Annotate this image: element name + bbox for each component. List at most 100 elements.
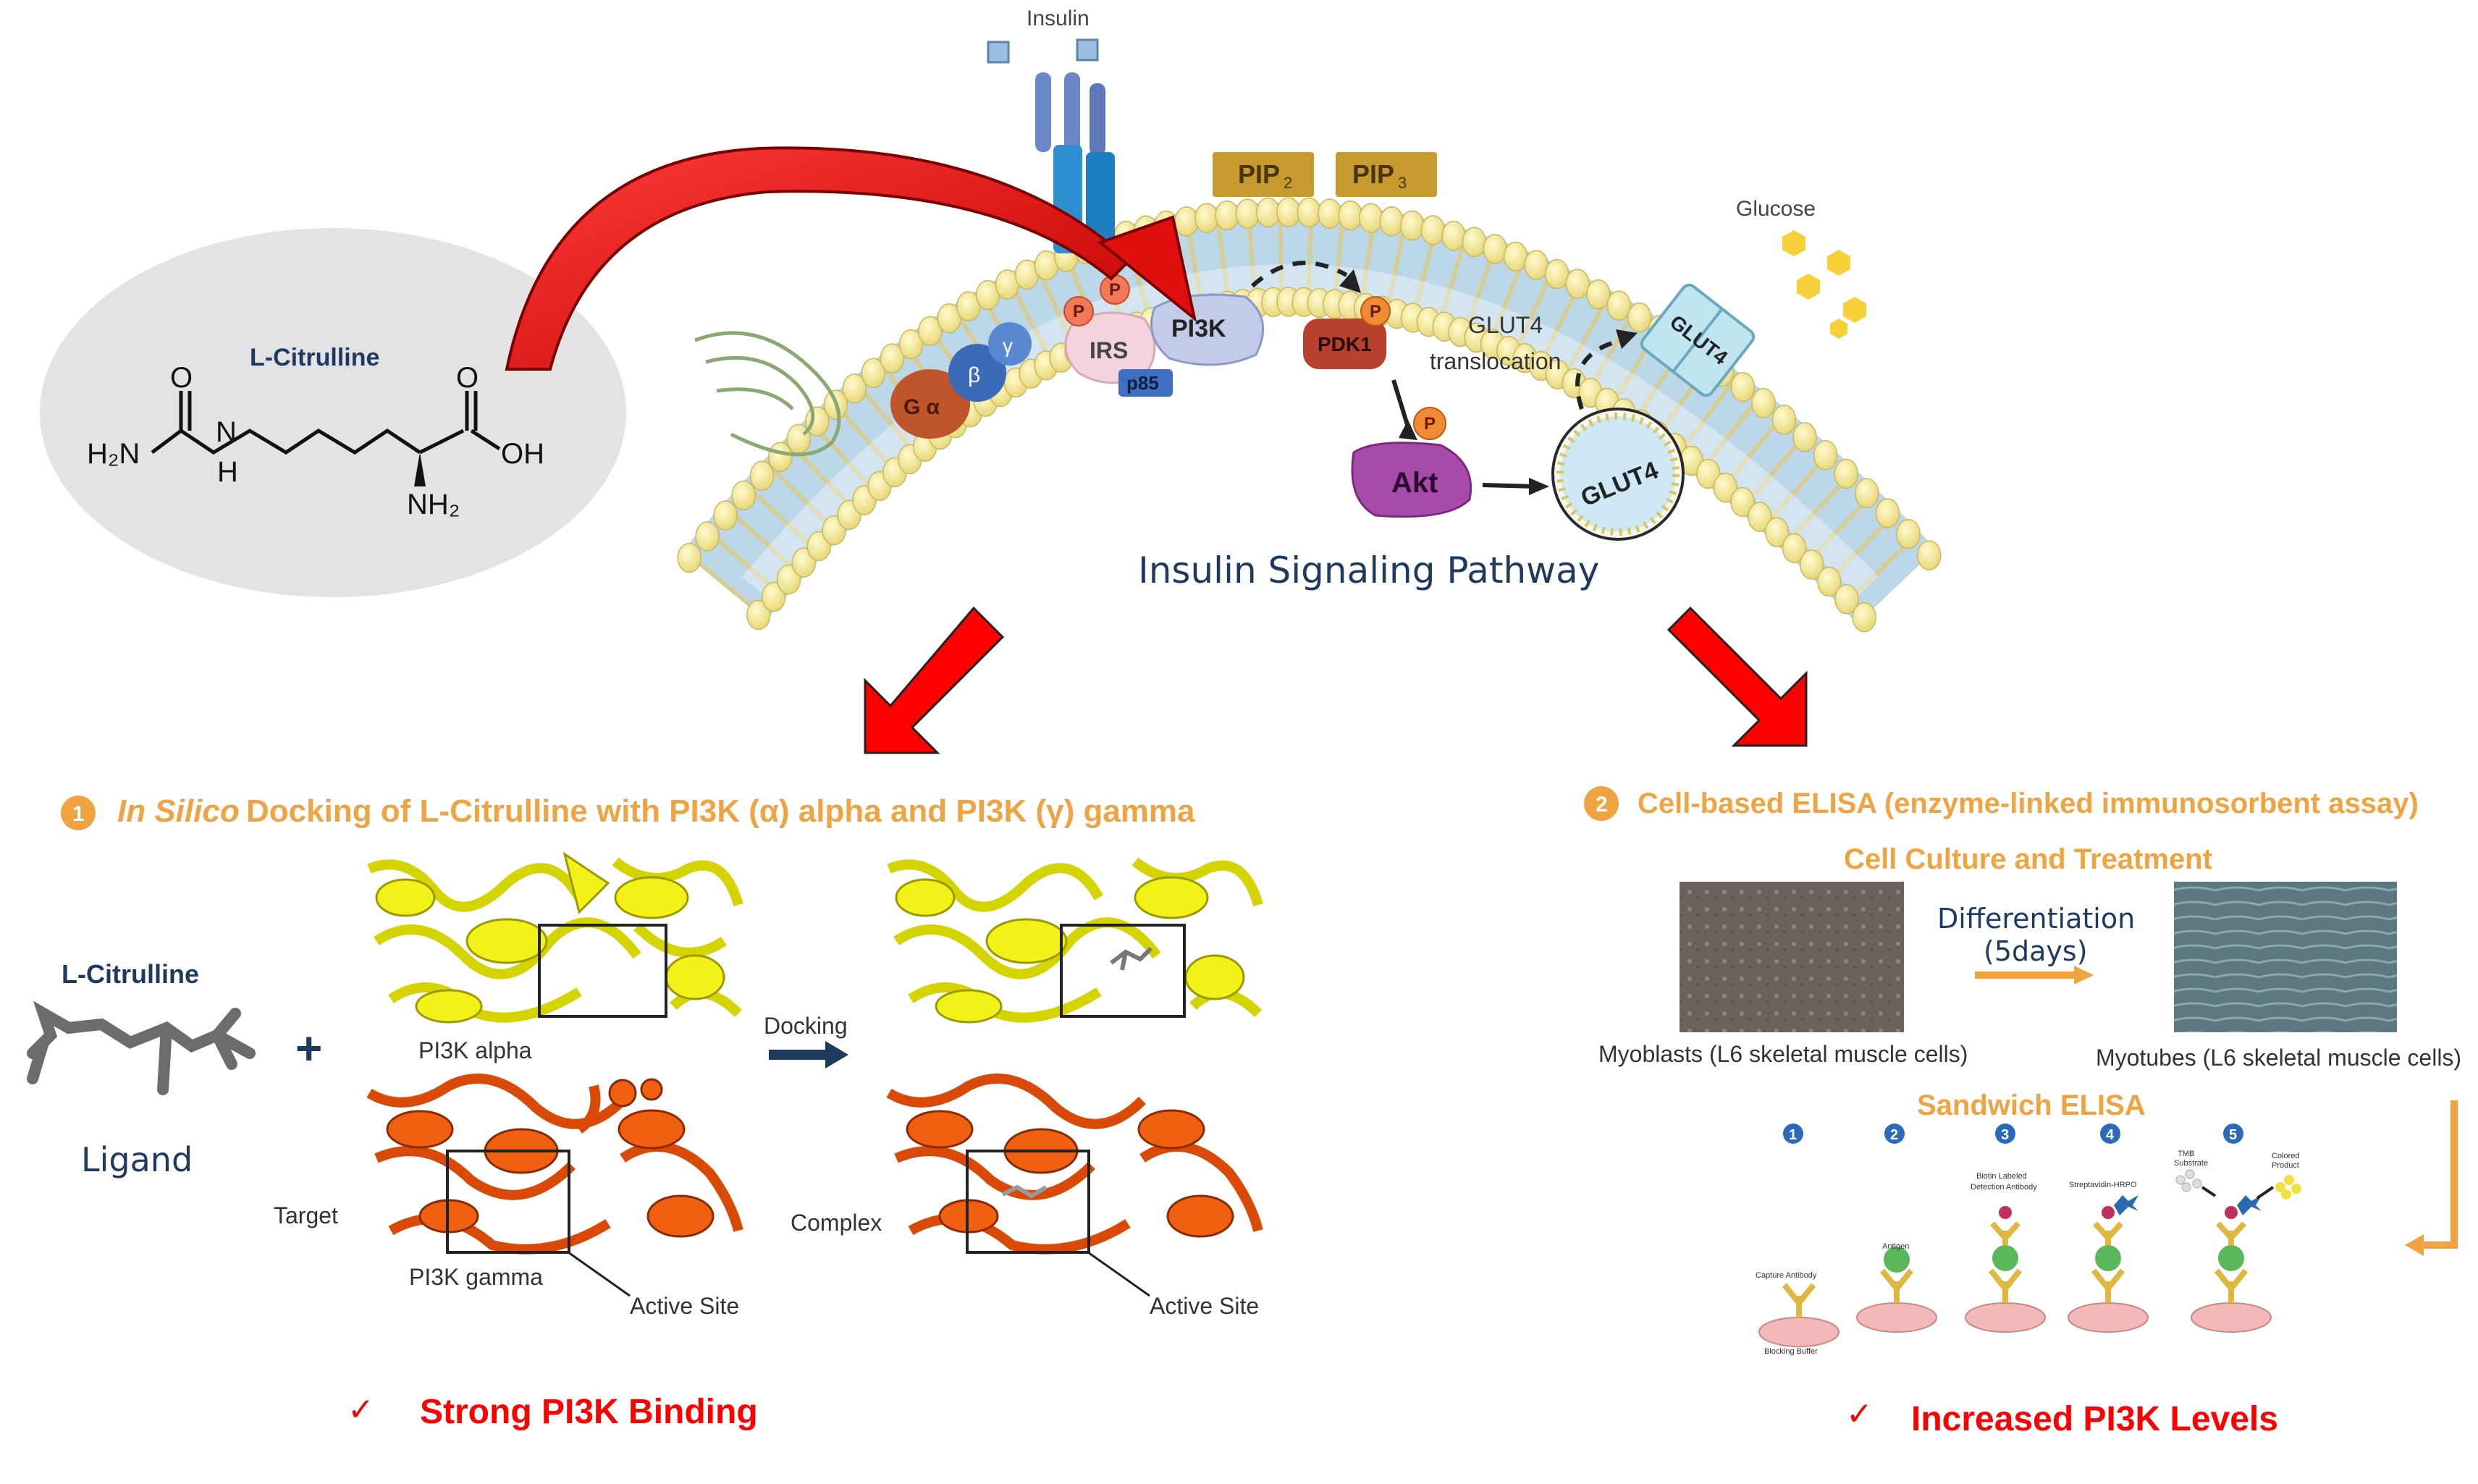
svg-text:Cell-based ELISA (enzyme-linke: Cell-based ELISA (enzyme-linked immunoso… bbox=[1638, 788, 2419, 819]
arrow-akt-glut4 bbox=[1482, 483, 1535, 489]
lipid-head bbox=[1318, 198, 1342, 229]
lipid-head bbox=[898, 329, 924, 360]
curved-red-arrow bbox=[505, 146, 1197, 371]
lipid-head bbox=[1420, 215, 1446, 245]
lipid-head bbox=[1730, 486, 1755, 518]
pi3k-gamma-target-image bbox=[362, 1074, 746, 1260]
lipid-head bbox=[1586, 279, 1611, 310]
red-arrow-left bbox=[864, 606, 1005, 754]
lipid-head bbox=[1483, 234, 1507, 264]
lipid-head bbox=[695, 521, 720, 552]
elisa-well-5 bbox=[2175, 1169, 2301, 1333]
ligand-label: Ligand bbox=[81, 1140, 193, 1179]
svg-text:H: H bbox=[217, 456, 238, 488]
glut4-translocation-line2: translocation bbox=[1430, 348, 1561, 374]
p85-label: p85 bbox=[1126, 372, 1159, 394]
lipid-head bbox=[1751, 388, 1776, 418]
svg-text:G α: G α bbox=[903, 395, 940, 419]
lipid-head bbox=[861, 358, 886, 389]
elisa-step-circle bbox=[1783, 1123, 1803, 1144]
pdk1-label: PDK1 bbox=[1318, 333, 1372, 355]
lipid-head bbox=[1855, 478, 1879, 509]
molecule-name: L-Citrulline bbox=[250, 344, 379, 371]
elisa-step-circle bbox=[1995, 1123, 2015, 1144]
pathway-title: Insulin Signaling Pathway bbox=[1138, 549, 1599, 591]
lipid-head bbox=[1606, 290, 1632, 321]
svg-text:Biotin Labeled: Biotin Labeled bbox=[1976, 1172, 2027, 1181]
svg-text:In Silico: In Silico bbox=[117, 793, 240, 829]
glut4-vesicle: GLUT4 bbox=[1551, 408, 1685, 541]
svg-text:Substrate: Substrate bbox=[2174, 1159, 2208, 1168]
lipid-head bbox=[1565, 269, 1590, 299]
lipid-head bbox=[937, 303, 962, 334]
svg-text:Capture Antibody: Capture Antibody bbox=[1756, 1271, 1817, 1280]
culture-title: Cell Culture and Treatment bbox=[1844, 843, 2212, 875]
svg-text:H₂N: H₂N bbox=[87, 438, 140, 470]
dashed-arrow-pi3k-pdk1 bbox=[1250, 261, 1348, 288]
irs-label: IRS bbox=[1090, 337, 1128, 363]
pip3-box: PIP 3 bbox=[1336, 152, 1437, 197]
svg-text:Docking of L-Citrulline with P: Docking of L-Citrulline with PI3K (α) al… bbox=[246, 793, 1195, 829]
er-squiggle bbox=[694, 331, 841, 457]
lipid-head bbox=[776, 564, 801, 595]
svg-text:Product: Product bbox=[2272, 1161, 2299, 1170]
pi3k-gamma-complex-image bbox=[882, 1074, 1265, 1260]
lipid-head bbox=[1696, 458, 1721, 489]
svg-text:2: 2 bbox=[1596, 793, 1608, 817]
svg-text:O: O bbox=[456, 362, 479, 394]
svg-text:γ: γ bbox=[1003, 334, 1013, 357]
irs-complex: IRS p85 bbox=[1064, 311, 1173, 397]
svg-text:TMB: TMB bbox=[2178, 1150, 2194, 1158]
svg-text:N: N bbox=[216, 416, 237, 448]
lipid-head bbox=[768, 442, 793, 473]
svg-text:Antigen: Antigen bbox=[1882, 1242, 1909, 1251]
lipid-head bbox=[1730, 371, 1756, 402]
elisa-step-circle bbox=[2100, 1123, 2120, 1144]
ligand-3d-structure bbox=[27, 1000, 256, 1095]
svg-text:Streptavidin-HRPO: Streptavidin-HRPO bbox=[2069, 1181, 2137, 1189]
differentiation-arrow bbox=[1975, 966, 2094, 985]
g-protein: G α β γ bbox=[890, 322, 1032, 439]
lipid-head bbox=[1817, 566, 1842, 597]
svg-text:OH: OH bbox=[501, 438, 544, 470]
elisa-wells bbox=[1758, 1169, 2301, 1347]
plus-sign: + bbox=[295, 1022, 322, 1074]
elisa-well-1 bbox=[1758, 1283, 1839, 1347]
result2-check: ✓ bbox=[1846, 1396, 1873, 1433]
insulin-label: Insulin bbox=[1027, 7, 1090, 30]
active-site-pointer-1 bbox=[568, 1251, 631, 1297]
glucose-label: Glucose bbox=[1736, 197, 1816, 221]
l-citrulline-structure: L-Citrulline H₂N O O N H OH NH₂ bbox=[87, 344, 544, 520]
akt-label: Akt bbox=[1391, 467, 1438, 499]
pi3k-alpha-target-image bbox=[362, 847, 746, 1032]
pi3k-alpha-complex-image bbox=[882, 847, 1265, 1032]
elisa-step-number: 4 bbox=[2106, 1127, 2115, 1143]
docking-arrow bbox=[769, 1041, 848, 1068]
lipid-head bbox=[1771, 405, 1797, 435]
elisa-step-number: 2 bbox=[1890, 1127, 1898, 1143]
svg-text:P: P bbox=[1109, 280, 1121, 300]
lipid-head bbox=[1799, 549, 1824, 580]
lipid-head bbox=[1544, 258, 1569, 290]
lipid-head bbox=[1338, 200, 1363, 231]
akt-node: P Akt bbox=[1351, 407, 1472, 518]
pi3k-alpha-label: PI3K alpha bbox=[418, 1037, 532, 1063]
svg-text:P: P bbox=[1370, 302, 1381, 321]
differentiation-label: Differentiation bbox=[1937, 903, 2135, 935]
lipid-head bbox=[1297, 197, 1322, 228]
lipid-head bbox=[1462, 227, 1487, 258]
elisa-step-circle bbox=[1884, 1123, 1905, 1144]
pi3k-node: PI3K bbox=[1150, 293, 1265, 366]
lipid-head bbox=[1852, 602, 1876, 633]
lipid-head bbox=[1627, 302, 1652, 333]
svg-text:2: 2 bbox=[1284, 174, 1292, 192]
svg-text:P: P bbox=[1073, 302, 1084, 321]
svg-text:β: β bbox=[968, 363, 980, 387]
lipid-head bbox=[677, 542, 701, 573]
pdk1-node: PDK1 P bbox=[1303, 296, 1391, 369]
svg-text:3: 3 bbox=[1398, 174, 1407, 192]
lipid-head bbox=[1896, 518, 1921, 549]
section2-header: 2 Cell-based ELISA (enzyme-linked immuno… bbox=[1584, 786, 2419, 821]
svg-text:P: P bbox=[1424, 414, 1436, 434]
